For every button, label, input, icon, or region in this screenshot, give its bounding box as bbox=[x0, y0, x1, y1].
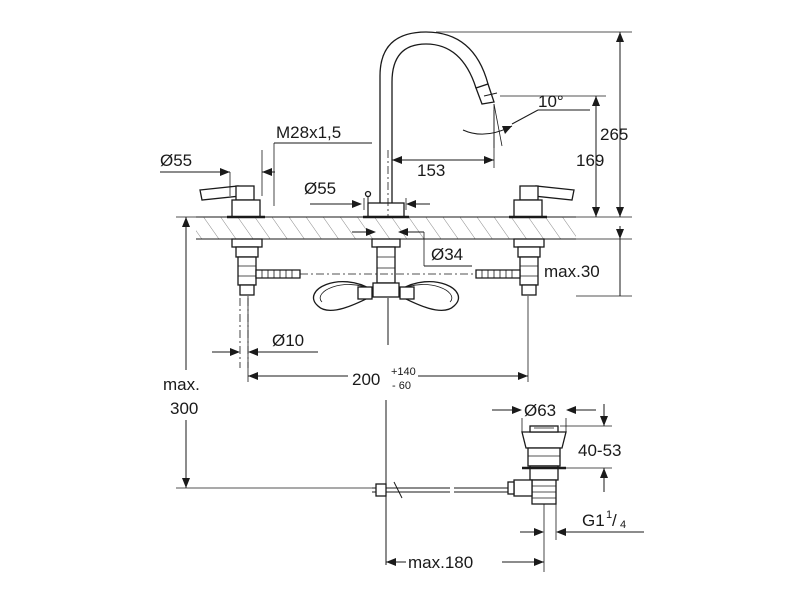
deg10-label: 10° bbox=[538, 92, 564, 111]
max30-label: max.30 bbox=[544, 262, 600, 281]
max300-label-b: 300 bbox=[170, 399, 198, 418]
right-handle bbox=[509, 185, 575, 219]
dim-g1: G1 1 / 4 bbox=[520, 504, 644, 540]
d40-53-label: 40-53 bbox=[578, 441, 621, 460]
d200-plus-label: +140 bbox=[391, 366, 416, 378]
d200-minus-label: - 60 bbox=[392, 380, 411, 392]
left-valve-body bbox=[231, 238, 301, 296]
g1-slash-label: / bbox=[612, 511, 617, 530]
left-handle bbox=[199, 185, 265, 219]
dim-max300: max. 300 bbox=[163, 216, 372, 489]
max300-label-a: max. bbox=[163, 375, 200, 394]
dim-d34: Ø34 bbox=[352, 228, 472, 267]
dim-d55-mid: Ø55 bbox=[304, 179, 430, 210]
spout-shank bbox=[371, 238, 401, 298]
dim-max180: max.180 bbox=[386, 540, 545, 572]
dim-d63: Ø63 bbox=[492, 401, 596, 432]
m28-label: M28x1,5 bbox=[276, 123, 341, 142]
d55-mid-label: Ø55 bbox=[304, 179, 336, 198]
dim-d55-left: Ø55 bbox=[160, 150, 275, 196]
d63-label: Ø63 bbox=[524, 401, 556, 420]
d55-left-label: Ø55 bbox=[160, 151, 192, 170]
d34-label: Ø34 bbox=[431, 245, 463, 264]
dim-200: 200 +140 - 60 bbox=[247, 296, 529, 392]
d169-label: 169 bbox=[576, 151, 604, 170]
d265-label: 265 bbox=[600, 125, 628, 144]
pop-up-linkage bbox=[372, 481, 514, 499]
d10-label: Ø10 bbox=[272, 331, 304, 350]
dim-10deg: 10° bbox=[462, 92, 590, 148]
dim-max30: max.30 bbox=[542, 226, 632, 297]
g1-main-label: G1 bbox=[582, 511, 605, 530]
max180-label: max.180 bbox=[408, 553, 473, 572]
dim-265-169: 265 169 bbox=[436, 31, 632, 218]
flex-hoses bbox=[312, 281, 460, 311]
dim-d10: Ø10 bbox=[212, 298, 318, 368]
right-valve-body bbox=[475, 238, 545, 296]
dim-40-53: 40-53 bbox=[560, 404, 621, 492]
g1-num-label: 1 bbox=[606, 509, 612, 521]
d153-label: 153 bbox=[417, 161, 445, 180]
d200-label: 200 bbox=[352, 370, 380, 389]
g1-den-label: 4 bbox=[620, 519, 626, 531]
drain-assembly bbox=[507, 425, 567, 505]
dim-153: 153 bbox=[392, 110, 495, 180]
spout bbox=[363, 31, 498, 219]
countertop bbox=[196, 216, 576, 240]
dim-m28: M28x1,5 bbox=[273, 123, 372, 206]
